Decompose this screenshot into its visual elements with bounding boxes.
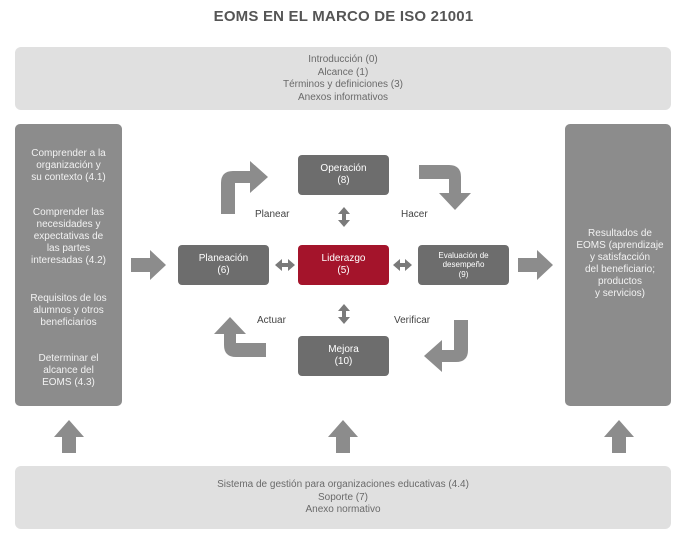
double-arrow-vertical-icon	[338, 207, 350, 227]
box-label: Planeación	[198, 253, 249, 264]
right-panel-line: EOMS (aprendizaje	[576, 240, 664, 251]
left-item-line: expectativas de	[33, 231, 104, 242]
right-panel: Resultados de EOMS (aprendizaje y satisf…	[565, 124, 671, 406]
diagram-title: EOMS EN EL MARCO DE ISO 21001	[213, 8, 474, 25]
right-panel-line: Resultados de	[588, 228, 652, 239]
label-planear: Planear	[255, 209, 290, 220]
box-label: Operación	[320, 163, 367, 174]
left-item-line: EOMS (4.3)	[42, 377, 95, 388]
curved-arrow-icon	[419, 165, 471, 210]
left-item-scope: Determinar el alcance del EOMS (4.3)	[15, 353, 122, 389]
left-item-line: Requisitos de los	[30, 293, 107, 304]
right-panel-line: del beneficiario;	[584, 264, 656, 275]
left-item-stakeholders: Comprender las necesidades y expectativa…	[15, 207, 122, 267]
arrow-up-icon	[604, 420, 634, 453]
left-panel: Comprender a la organización y su contex…	[15, 124, 122, 406]
box-label: Mejora	[328, 344, 359, 355]
top-box-line: Introducción (0)	[308, 54, 378, 65]
right-panel-text: Resultados de EOMS (aprendizaje y satisf…	[565, 228, 675, 300]
label-verificar: Verificar	[394, 315, 431, 326]
left-item-learners: Requisitos de los alumnos y otros benefi…	[15, 293, 122, 329]
arrow-up-icon	[54, 420, 84, 453]
box-operacion: Operación (8)	[298, 155, 389, 195]
left-item-line: necesidades y	[36, 219, 101, 230]
left-item-line: beneficiarios	[40, 317, 97, 328]
label-hacer: Hacer	[401, 209, 428, 220]
double-arrow-vertical-icon	[338, 304, 350, 324]
left-item-line: Determinar el	[38, 353, 99, 364]
top-box: Introducción (0) Alcance (1) Términos y …	[15, 47, 671, 110]
left-item-line: Comprender a la	[31, 148, 106, 159]
top-box-line: Términos y definiciones (3)	[282, 79, 404, 90]
curved-arrow-icon	[424, 320, 468, 372]
bottom-box-line: Sistema de gestión para organizaciones e…	[217, 479, 469, 490]
left-item-line: alcance del	[43, 365, 94, 376]
left-item-line: alumnos y otros	[33, 305, 104, 316]
box-number: (8)	[337, 175, 350, 186]
top-box-line: Anexos informativos	[297, 91, 389, 103]
left-item-line: su contexto (4.1)	[31, 172, 106, 183]
double-arrow-horizontal-icon	[275, 259, 295, 271]
arrow-right-icon	[131, 250, 166, 280]
top-box-line: Alcance (1)	[317, 66, 369, 78]
bottom-box: Sistema de gestión para organizaciones e…	[15, 466, 671, 529]
left-item-line: las partes	[46, 243, 91, 254]
bottom-box-line: Soporte (7)	[317, 491, 369, 503]
box-liderazgo: Liderazgo (5)	[298, 245, 389, 285]
box-planeacion: Planeación (6)	[178, 245, 269, 285]
box-label: Liderazgo	[321, 253, 366, 264]
right-panel-line: productos	[598, 276, 642, 287]
box-number: (10)	[334, 356, 353, 367]
double-arrow-horizontal-icon	[393, 259, 412, 271]
arrow-up-icon	[328, 420, 358, 453]
box-label: Evaluación de	[438, 250, 489, 260]
arrow-right-icon	[518, 250, 553, 280]
box-number: (6)	[217, 265, 230, 276]
left-item-line: Comprender las	[32, 207, 105, 218]
box-label-line2: desempeño	[442, 260, 485, 270]
curved-arrow-icon	[221, 161, 268, 214]
label-actuar: Actuar	[257, 315, 286, 326]
left-item-line: organización y	[36, 160, 101, 171]
left-item-line: interesadas (4.2)	[30, 255, 107, 266]
right-panel-line: y servicios)	[594, 288, 645, 299]
box-number: (5)	[337, 265, 350, 276]
right-panel-line: y satisfacción	[589, 252, 651, 263]
box-number: (9)	[458, 269, 469, 279]
curved-arrow-icon	[214, 317, 266, 357]
left-item-context: Comprender a la organización y su contex…	[15, 148, 122, 184]
box-mejora: Mejora (10)	[298, 336, 389, 376]
bottom-box-line: Anexo normativo	[305, 504, 381, 515]
box-evaluacion: Evaluación de desempeño (9)	[418, 245, 509, 285]
